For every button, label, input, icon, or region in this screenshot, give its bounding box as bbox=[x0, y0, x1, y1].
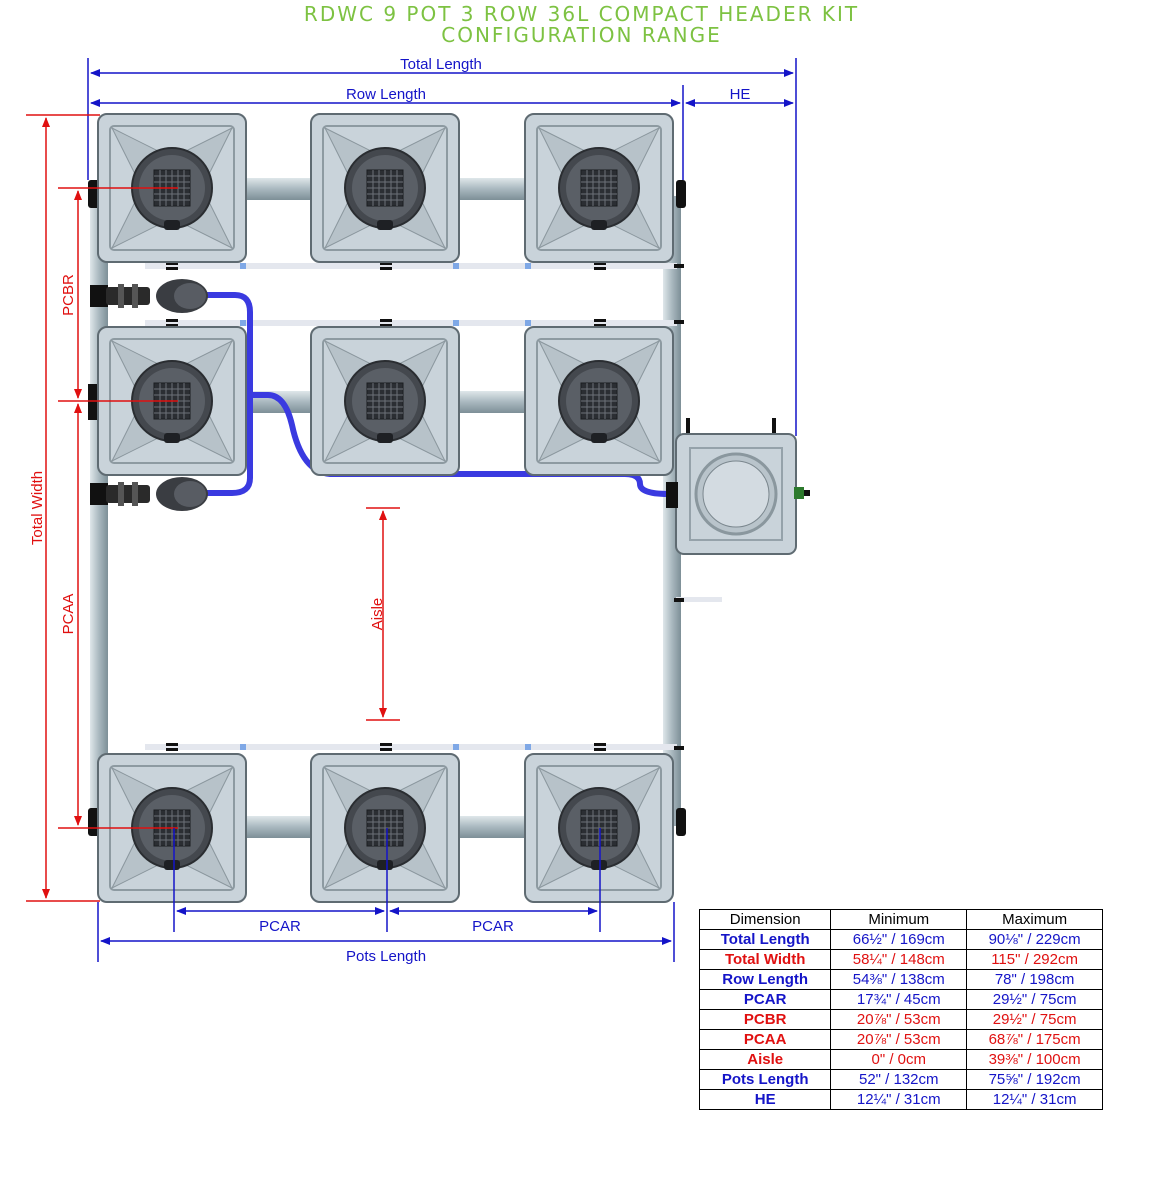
table-cell-dimension: HE bbox=[698, 1089, 832, 1110]
pcbr-label: PCBR bbox=[60, 274, 77, 316]
pot-6 bbox=[524, 326, 674, 476]
table-cell-dimension: Aisle bbox=[698, 1049, 832, 1070]
table-cell-min: 17¾" / 45cm bbox=[830, 989, 968, 1010]
table-header-minimum: Minimum bbox=[830, 909, 968, 930]
table-cell-max: 39⅜" / 100cm bbox=[966, 1049, 1103, 1070]
pot-3 bbox=[524, 113, 674, 263]
table-header-row: Dimension Minimum Maximum bbox=[698, 909, 1103, 930]
table-cell-min: 12¼" / 31cm bbox=[830, 1089, 968, 1110]
table-cell-max: 90⅛" / 229cm bbox=[966, 929, 1103, 950]
table-cell-dimension: Total Width bbox=[698, 949, 832, 970]
title-line-1: RDWC 9 POT 3 ROW 36L COMPACT HEADER KIT bbox=[303, 2, 860, 26]
table-cell-dimension: PCBR bbox=[698, 1009, 832, 1030]
table-header-maximum: Maximum bbox=[966, 909, 1103, 930]
pots-length-label: Pots Length bbox=[346, 948, 426, 965]
pump-lower bbox=[90, 477, 208, 511]
table-cell-dimension: Pots Length bbox=[698, 1069, 832, 1090]
table-cell-min: 58¼" / 148cm bbox=[830, 949, 968, 970]
pcar-label-1: PCAR bbox=[259, 918, 301, 935]
pot-9 bbox=[524, 753, 674, 903]
pump-upper bbox=[90, 279, 208, 313]
row-length-label: Row Length bbox=[346, 86, 426, 103]
table-cell-dimension: PCAA bbox=[698, 1029, 832, 1050]
he-label: HE bbox=[730, 86, 751, 103]
table-cell-min: 52" / 132cm bbox=[830, 1069, 968, 1090]
pcaa-label: PCAA bbox=[60, 594, 77, 635]
pcar-label-2: PCAR bbox=[472, 918, 514, 935]
total-length-label: Total Length bbox=[400, 56, 482, 73]
pot-8 bbox=[310, 753, 460, 903]
table-cell-max: 29½" / 75cm bbox=[966, 989, 1103, 1010]
table-cell-min: 20⅞" / 53cm bbox=[830, 1029, 968, 1050]
table-cell-min: 20⅞" / 53cm bbox=[830, 1009, 968, 1030]
table-cell-min: 66½" / 169cm bbox=[830, 929, 968, 950]
pot-5 bbox=[310, 326, 460, 476]
dimension-lines bbox=[26, 58, 797, 962]
table-cell-min: 0" / 0cm bbox=[830, 1049, 968, 1070]
title-line-2: CONFIGURATION RANGE bbox=[441, 23, 722, 47]
header-tank bbox=[666, 418, 810, 555]
aisle-label: Aisle bbox=[369, 598, 386, 631]
table-cell-dimension: PCAR bbox=[698, 989, 832, 1010]
table-cell-max: 29½" / 75cm bbox=[966, 1009, 1103, 1030]
table-cell-max: 75⅝" / 192cm bbox=[966, 1069, 1103, 1090]
table-cell-max: 12¼" / 31cm bbox=[966, 1089, 1103, 1110]
pot-2 bbox=[310, 113, 460, 263]
table-cell-min: 54⅜" / 138cm bbox=[830, 969, 968, 990]
table-header-dimension: Dimension bbox=[698, 909, 832, 930]
table-cell-dimension: Total Length bbox=[698, 929, 832, 950]
total-width-label: Total Width bbox=[29, 471, 46, 545]
table-cell-max: 115" / 292cm bbox=[966, 949, 1103, 970]
table-cell-max: 68⅞" / 175cm bbox=[966, 1029, 1103, 1050]
table-cell-dimension: Row Length bbox=[698, 969, 832, 990]
table-cell-max: 78" / 198cm bbox=[966, 969, 1103, 990]
